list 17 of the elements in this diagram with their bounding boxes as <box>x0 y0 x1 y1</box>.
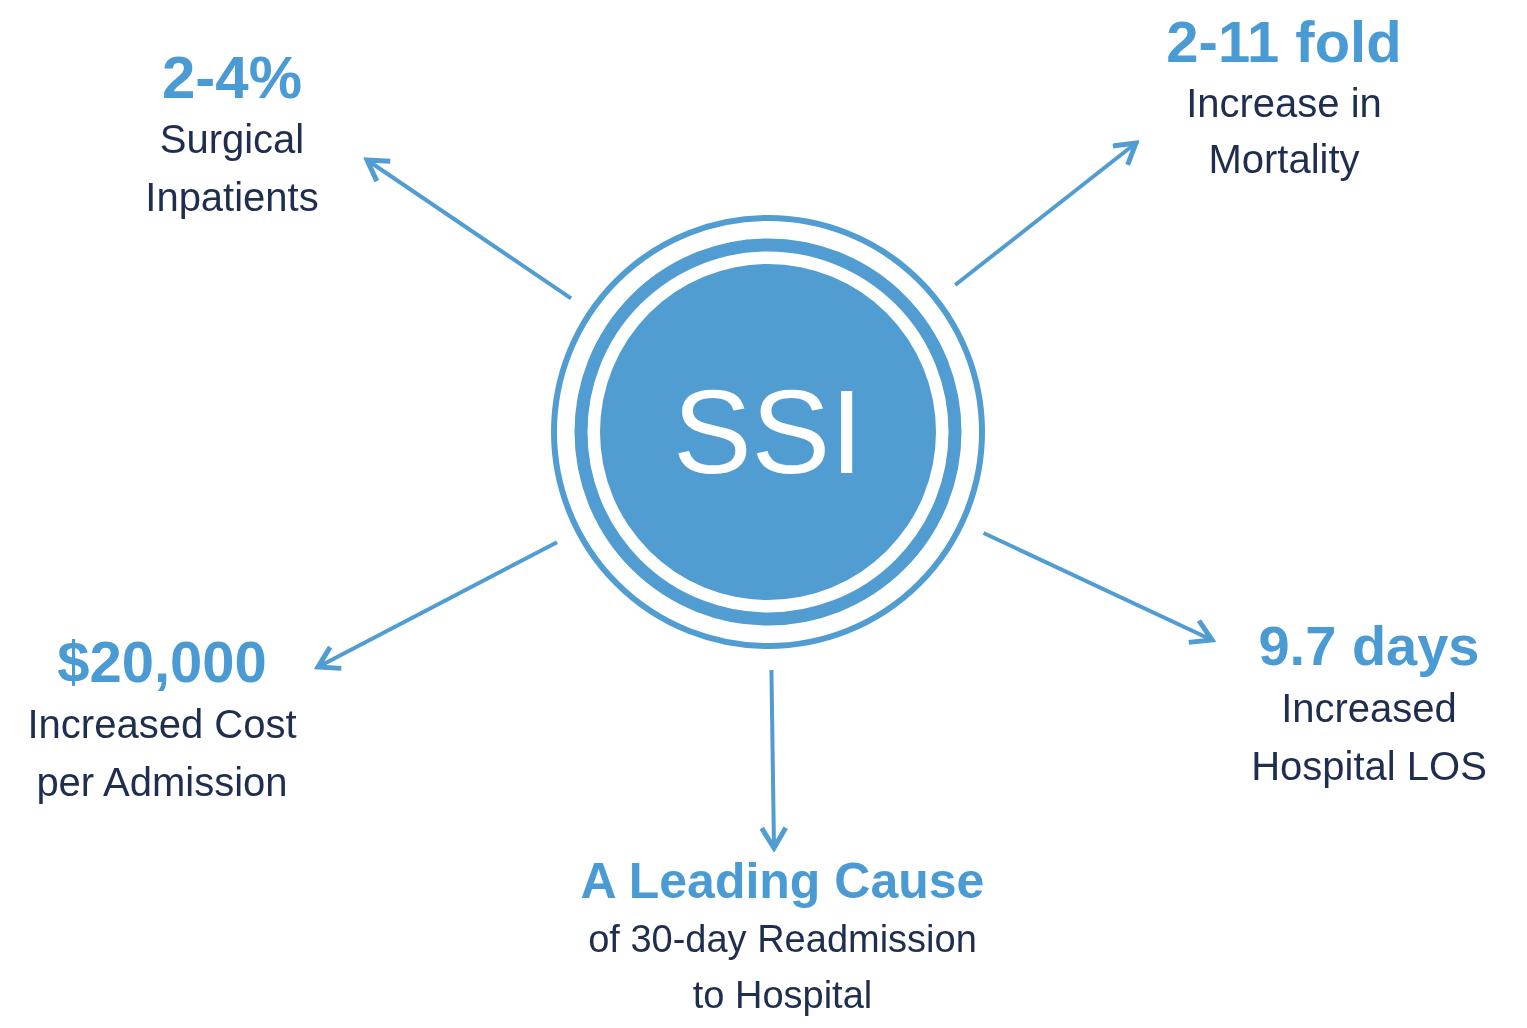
stat-description: Increase in Mortality <box>1185 79 1383 183</box>
stat-value: A Leading Cause <box>580 852 985 911</box>
arrow <box>315 540 558 671</box>
stat-description: of 30-day Readmission to Hospital <box>587 917 978 1018</box>
arrow <box>364 157 573 301</box>
stat-value: 9.7 days <box>1258 612 1480 679</box>
stat-value: $20,000 <box>57 628 267 695</box>
circle-node <box>548 212 988 652</box>
stat-description: Increased Hospital LOS <box>1250 684 1488 790</box>
circle-label: SSI <box>671 365 865 500</box>
arrow <box>759 669 789 851</box>
stat-description: Increased Cost per Admission <box>26 700 298 806</box>
arrow <box>953 140 1139 287</box>
stat-value: 2-4% <box>161 46 303 110</box>
stat-value: 2-11 fold <box>1166 8 1402 75</box>
stat-description: Surgical Inpatients <box>144 116 320 221</box>
arrow <box>982 531 1215 645</box>
